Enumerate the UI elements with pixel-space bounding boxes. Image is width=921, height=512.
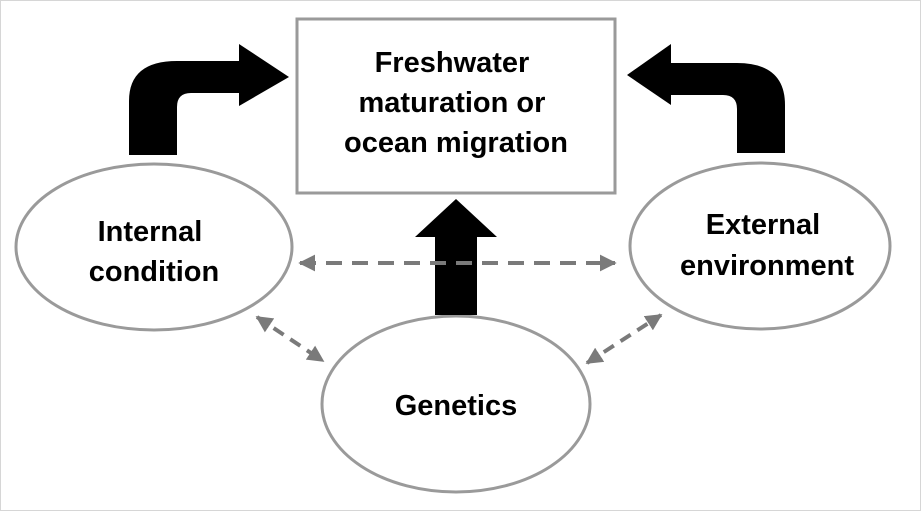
genetics-node xyxy=(320,314,592,494)
external-environment-line-2: environment xyxy=(680,250,854,282)
outcome-label-line-1: Freshwater xyxy=(375,47,530,79)
outcome-label-line-2: maturation or xyxy=(359,87,546,119)
internal-to-outcome-arrow xyxy=(129,44,289,155)
outcome-label: Freshwater maturation or ocean migration xyxy=(344,47,568,159)
genetics-to-outcome-arrow xyxy=(415,199,497,315)
genetics-label: Genetics xyxy=(395,390,518,422)
outcome-box xyxy=(295,17,617,195)
external-environment-line-1: External xyxy=(706,209,820,241)
internal-condition-label: Internal condition xyxy=(89,216,219,288)
external-to-outcome-arrow xyxy=(627,44,785,153)
external-environment-node xyxy=(628,161,892,331)
external-environment-label: External environment xyxy=(680,209,854,282)
internal-condition-node xyxy=(14,162,294,332)
internal-condition-line-1: Internal xyxy=(98,216,203,248)
internal-genetics-dashed-arrow xyxy=(255,315,325,363)
genetics-external-dashed-arrow xyxy=(585,313,663,365)
internal-condition-line-2: condition xyxy=(89,256,219,288)
genetics-line-1: Genetics xyxy=(395,390,518,422)
outcome-label-line-3: ocean migration xyxy=(344,127,568,159)
